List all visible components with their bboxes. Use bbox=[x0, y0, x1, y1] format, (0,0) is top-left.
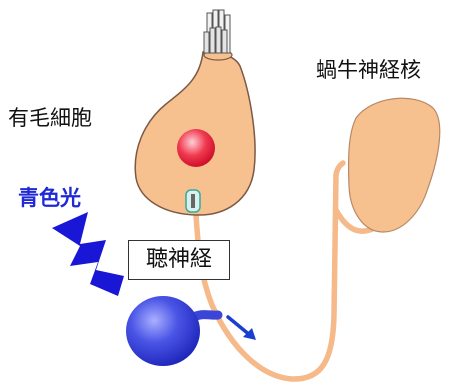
cochlear-nucleus-label: 蝸牛神経核 bbox=[316, 60, 421, 81]
nucleus-dot bbox=[177, 129, 215, 167]
blue-light-label: 青色光 bbox=[18, 188, 81, 209]
synaptic-vesicle bbox=[186, 190, 200, 212]
auditory-nerve-label: 聴神経 bbox=[128, 240, 230, 280]
hair-cell-label: 有毛細胞 bbox=[8, 108, 92, 129]
optical-fiber-bulb bbox=[126, 296, 200, 366]
cochlear-nucleus-shape bbox=[349, 98, 440, 232]
stereocilia-bundle bbox=[204, 10, 232, 60]
lightning-bolt-icon bbox=[52, 212, 124, 296]
